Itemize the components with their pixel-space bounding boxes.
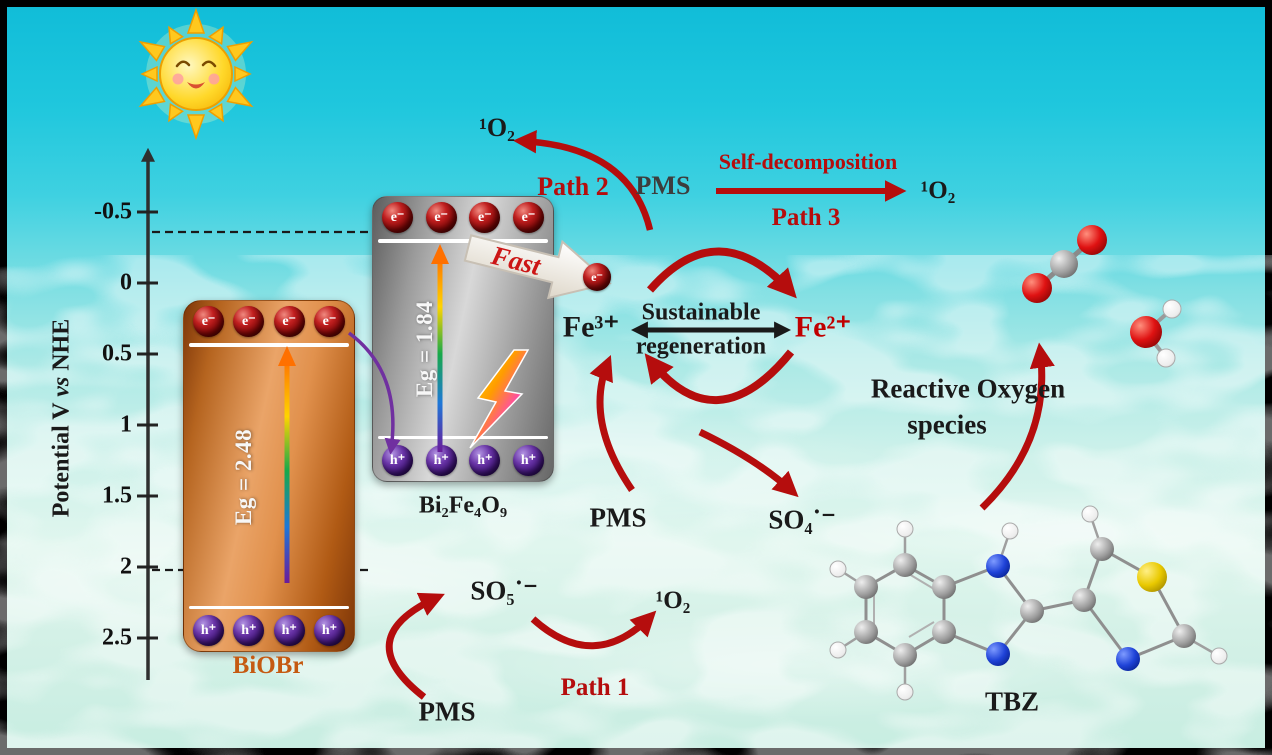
pms-to-so5-arrow — [385, 592, 445, 700]
regeneration-label: regeneration — [635, 333, 767, 360]
pms-to-fe3-arrow — [589, 355, 635, 492]
to-so4-arrow — [698, 428, 799, 498]
biobr-hole-row: h⁺ h⁺ h⁺ h⁺ — [193, 615, 345, 646]
biobr-bandgap-label: Eg = 2.48 — [231, 428, 256, 526]
bfo-bandgap-label: Eg = 1.84 — [412, 300, 437, 398]
biobr-cb-line — [189, 343, 349, 347]
tick-label: 1 — [120, 411, 132, 438]
path3-label: Path 3 — [771, 204, 841, 231]
hole-icon: h⁺ — [425, 445, 457, 476]
pms-label-cycle: PMS — [589, 502, 647, 533]
hole-icon: h⁺ — [193, 615, 224, 646]
path2-label: Path 2 — [537, 172, 609, 201]
path1-arrow — [530, 610, 657, 650]
tick-label: 2 — [120, 553, 132, 580]
biobr-electron-row: e⁻ e⁻ e⁻ e⁻ — [193, 306, 345, 337]
sustainable-label: Sustainable — [641, 299, 761, 326]
sulfate-radical-label: SO₄˙⁻ — [768, 504, 836, 535]
fe3-label: Fe³⁺ — [562, 310, 620, 344]
bfo-electron-row: e⁻ e⁻ e⁻ e⁻ — [382, 202, 544, 233]
self-decomposition-label: Self-decomposition — [718, 149, 898, 174]
electron-icon: e⁻ — [425, 202, 457, 233]
hole-icon: h⁺ — [233, 615, 265, 646]
electron-icon: e⁻ — [233, 306, 265, 337]
electron-icon: e⁻ — [193, 306, 224, 337]
hole-icon: h⁺ — [382, 445, 413, 476]
pms-label-bottom: PMS — [418, 696, 476, 727]
tick-label: 1.5 — [102, 482, 132, 509]
bfo-cb-line — [378, 239, 548, 243]
potential-axis — [137, 147, 158, 680]
tbz-label: TBZ — [984, 686, 1040, 717]
tbz-molecule — [829, 505, 1228, 701]
bfo-hole-row: h⁺ h⁺ h⁺ h⁺ — [382, 445, 544, 476]
electron-icon: e⁻ — [512, 202, 544, 233]
tick-label: 2.5 — [102, 624, 132, 651]
electron-icon: e⁻ — [382, 202, 413, 233]
electron-icon: e⁻ — [313, 306, 345, 337]
electron-icon: e⁻ — [583, 263, 611, 291]
bfo-vb-line — [378, 435, 548, 439]
h2o-molecule — [1130, 299, 1182, 368]
biobr-vb-line — [189, 605, 349, 609]
bfo-band-diagram: e⁻ e⁻ e⁻ e⁻ Eg = 1.84 h⁺ h⁺ h⁺ h⁺ — [372, 196, 554, 482]
fe3-to-fe2-arc — [646, 247, 797, 299]
hole-icon: h⁺ — [313, 615, 345, 646]
fe2-label: Fe²⁺ — [794, 310, 852, 344]
bfo-label: Bi₂Fe₄O₉ — [418, 492, 508, 519]
path1-label: Path 1 — [560, 674, 630, 701]
electron-icon: e⁻ — [469, 202, 501, 233]
hole-icon: h⁺ — [469, 445, 501, 476]
axis-title-pre: Potential V — [48, 396, 75, 518]
hole-icon: h⁺ — [512, 445, 544, 476]
co2-molecule — [1022, 225, 1107, 303]
ros-label-line1: Reactive Oxygen — [870, 373, 1066, 404]
axis-title-vs: vs — [48, 376, 75, 397]
axis-title: Potential V vs NHE — [49, 319, 76, 517]
tick-label: -0.5 — [94, 198, 132, 225]
hole-icon: h⁺ — [273, 615, 305, 646]
singlet-oxygen-label: ¹O₂ — [479, 113, 515, 142]
biobr-label: BiOBr — [232, 652, 304, 679]
axis-title-post: NHE — [48, 318, 75, 377]
pms-label-top: PMS — [635, 171, 691, 200]
ros-label-line2: species — [907, 409, 987, 440]
biobr-band-diagram: e⁻ e⁻ e⁻ e⁻ Eg = 2.48 h⁺ h⁺ h⁺ h⁺ — [183, 300, 355, 652]
singlet-oxygen-label: ¹O₂ — [920, 177, 956, 204]
singlet-oxygen-label: ¹O₂ — [655, 587, 691, 614]
so5-radical-label: SO₅˙⁻ — [470, 575, 538, 606]
tick-label: 0.5 — [102, 340, 132, 367]
electron-icon: e⁻ — [273, 306, 305, 337]
sun-icon — [135, 9, 257, 139]
tick-label: 0 — [120, 269, 132, 296]
